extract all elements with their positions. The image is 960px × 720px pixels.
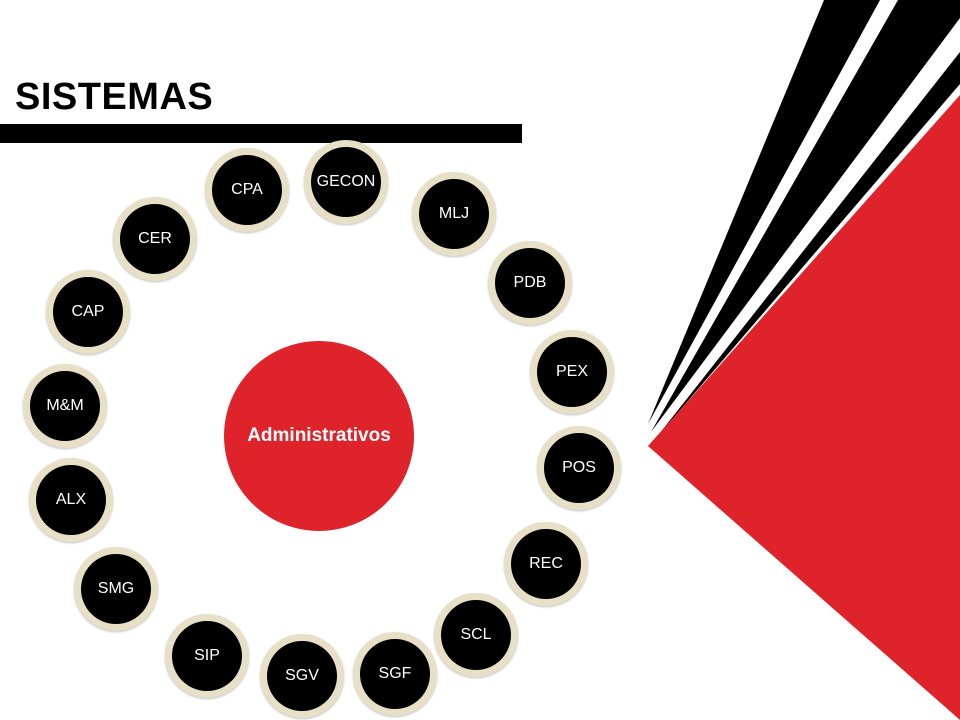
system-label: SCL <box>441 600 511 670</box>
center-label: Administrativos <box>247 425 391 446</box>
center-node: Administrativos <box>224 341 414 531</box>
system-node-pex: PEX <box>530 330 614 414</box>
system-node-cap: CAP <box>46 270 130 354</box>
stripe-black-3 <box>656 52 960 438</box>
system-node-pos: POS <box>537 426 621 510</box>
stripe-black-1 <box>648 0 880 424</box>
system-label: ALX <box>36 465 106 535</box>
stripe-black-2 <box>651 0 960 432</box>
system-label: SIP <box>172 621 242 691</box>
title-underline <box>0 124 522 143</box>
system-label: PEX <box>537 337 607 407</box>
system-node-mlj: MLJ <box>412 172 496 256</box>
system-node-cer: CER <box>113 197 197 281</box>
system-label: REC <box>511 529 581 599</box>
system-label: CER <box>120 204 190 274</box>
page-title: SISTEMAS <box>15 76 214 118</box>
system-label: GECON <box>311 147 381 217</box>
system-label: PDB <box>495 248 565 318</box>
system-label: M&M <box>30 371 100 441</box>
system-node-gecon: GECON <box>304 140 388 224</box>
system-node-sgv: SGV <box>260 634 344 718</box>
system-node-sip: SIP <box>165 614 249 698</box>
system-node-mm: M&M <box>23 364 107 448</box>
system-label: SMG <box>81 554 151 624</box>
system-node-sgf: SGF <box>353 632 437 716</box>
system-node-cpa: CPA <box>205 148 289 232</box>
system-label: SGF <box>360 639 430 709</box>
system-label: POS <box>544 433 614 503</box>
system-label: CPA <box>212 155 282 225</box>
system-node-rec: REC <box>504 522 588 606</box>
system-label: CAP <box>53 277 123 347</box>
system-node-pdb: PDB <box>488 241 572 325</box>
system-node-alx: ALX <box>29 458 113 542</box>
system-label: MLJ <box>419 179 489 249</box>
red-triangle <box>648 95 960 720</box>
system-node-smg: SMG <box>74 547 158 631</box>
system-label: SGV <box>267 641 337 711</box>
system-node-scl: SCL <box>434 593 518 677</box>
